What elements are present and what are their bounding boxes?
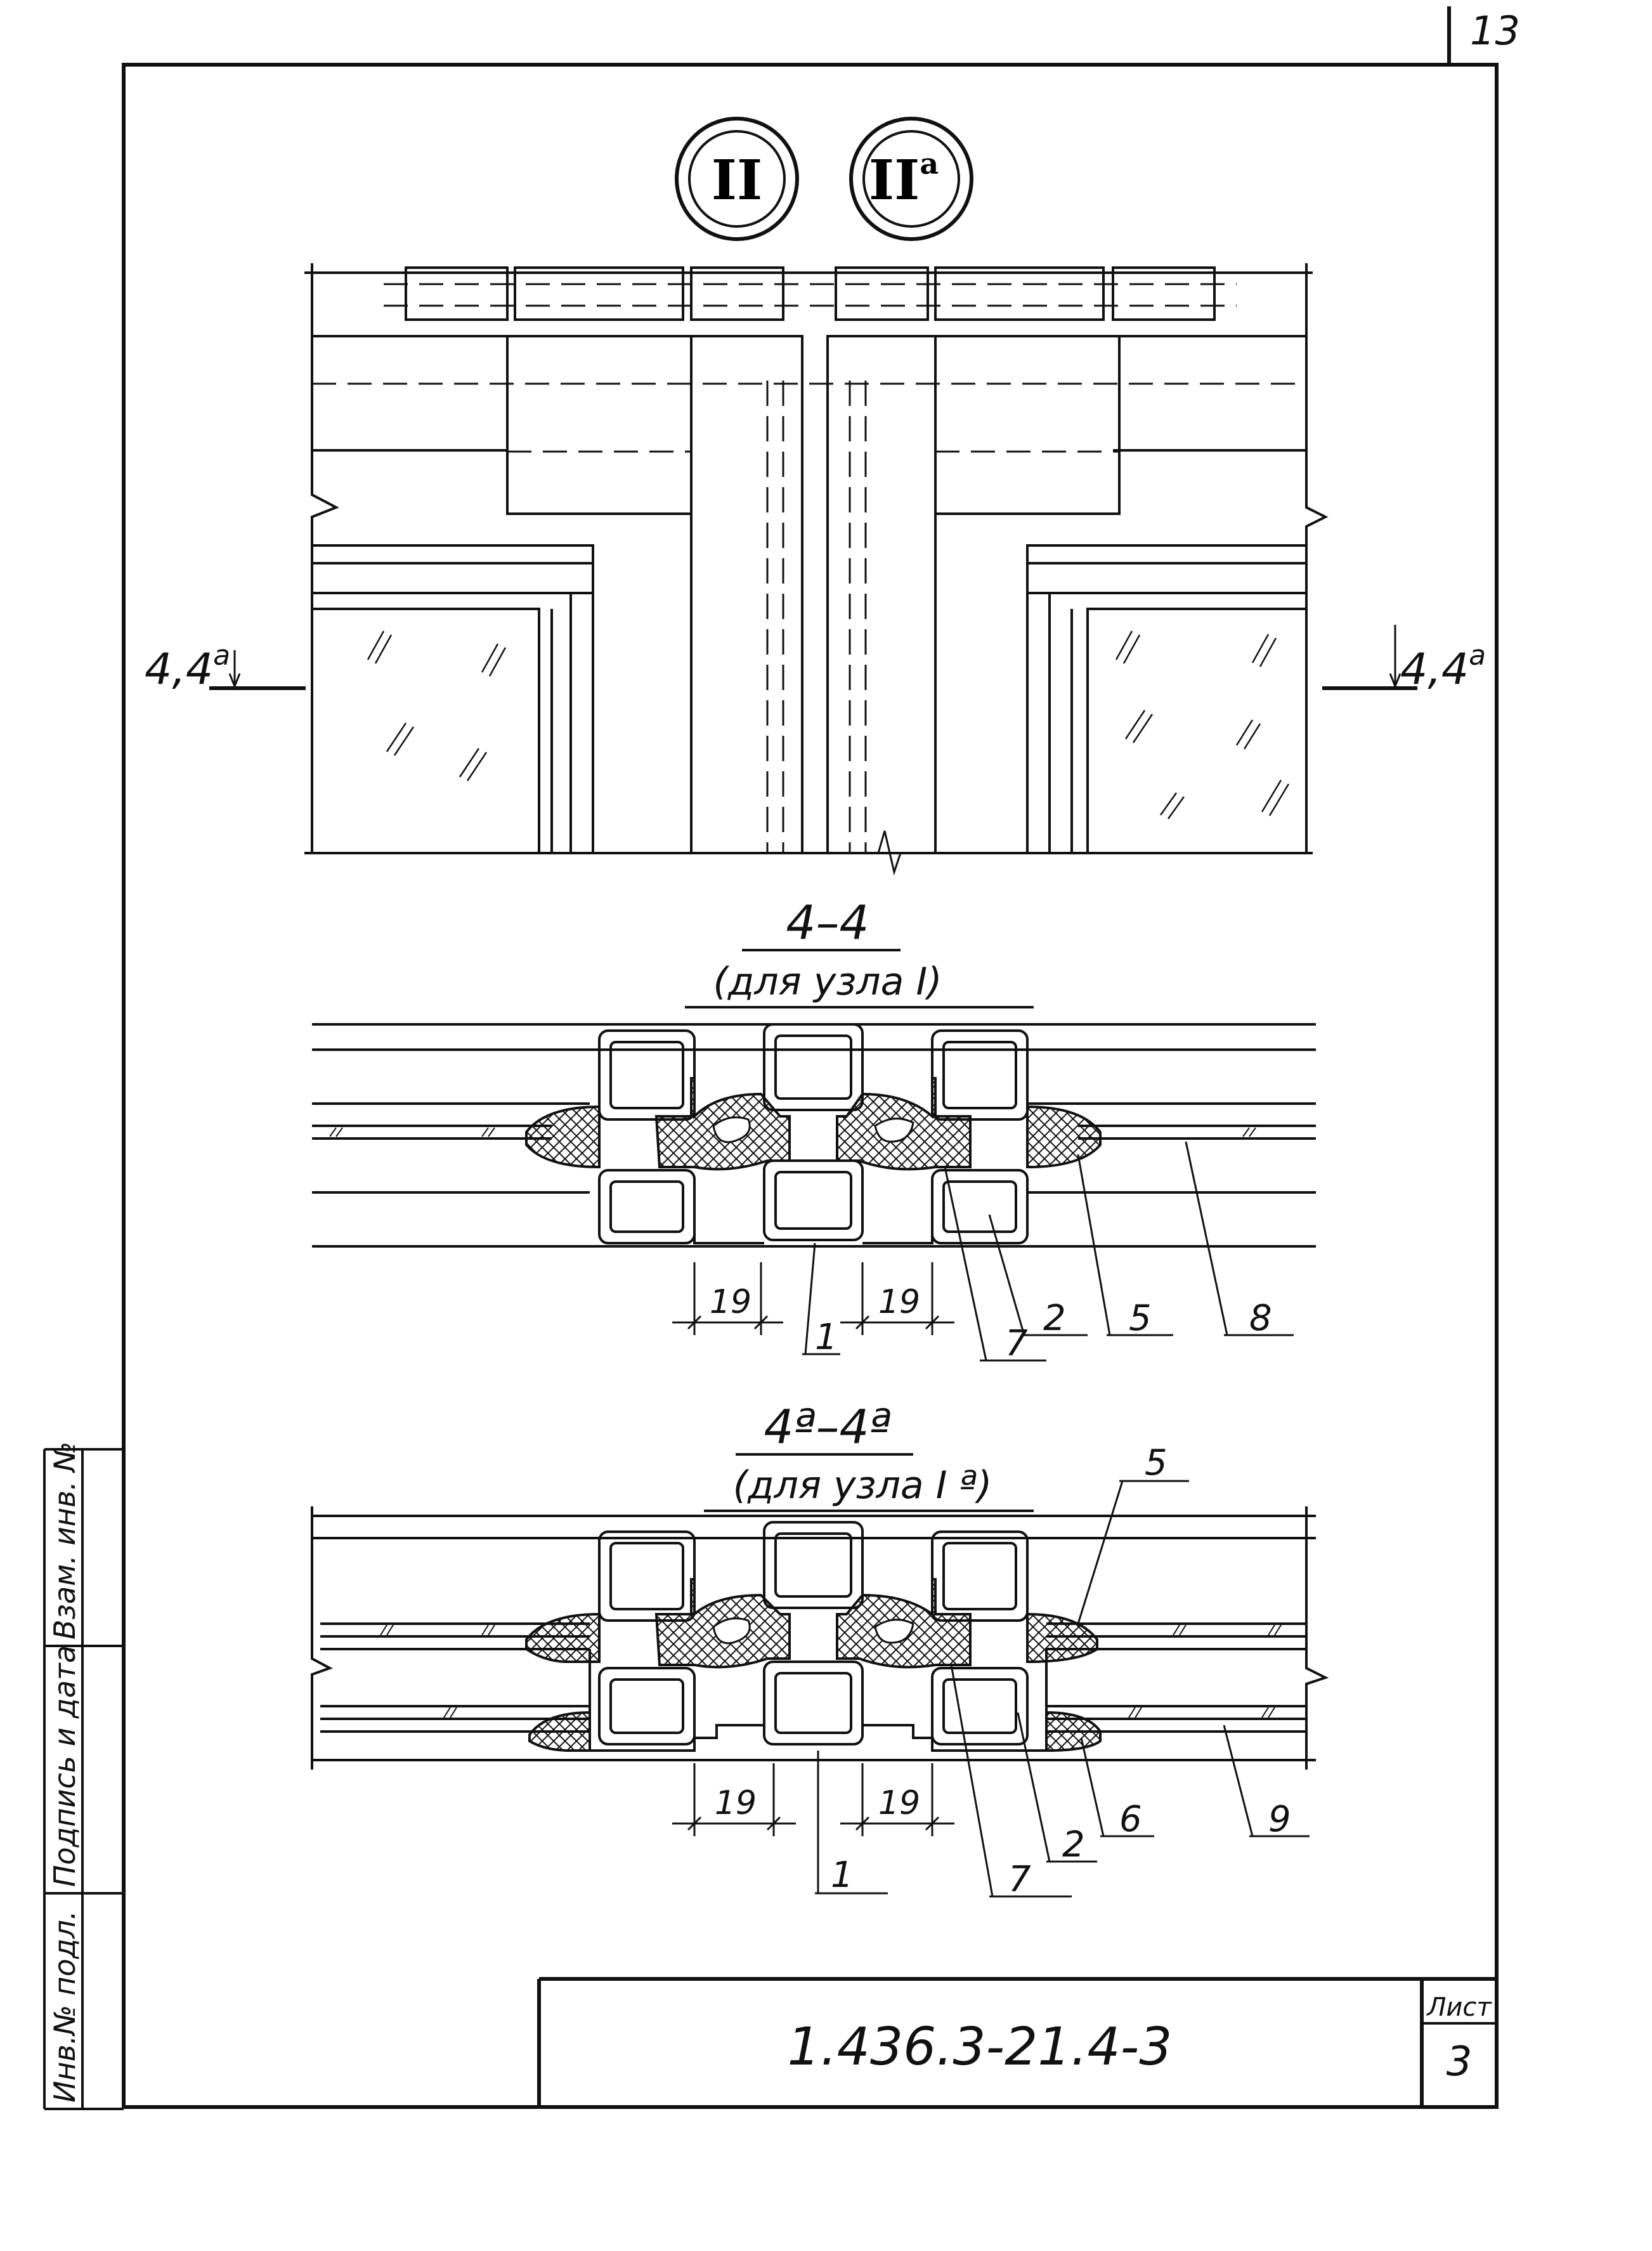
section-b-subtitle: (для узла I ª) — [733, 1463, 992, 1508]
section-a-callout-1: 1 — [815, 1317, 838, 1358]
side-stamp — [43, 1448, 124, 2110]
title-block — [537, 1977, 1497, 2107]
sheet-value: 3 — [1447, 2039, 1473, 2085]
section-b-profile — [311, 1480, 1329, 1898]
section-b-title: 4ª–4ª — [764, 1400, 892, 1454]
stamp-inv-no: Инв.№ подл. — [48, 1910, 82, 2103]
node-marker-main — [675, 117, 799, 241]
section-b-dim-2: 19 — [878, 1784, 920, 1822]
section-b-callout-2: 2 — [1062, 1824, 1085, 1865]
section-b-callout-1: 1 — [831, 1855, 854, 1896]
stamp-replace-inv: Взам. инв. № — [48, 1442, 82, 1640]
elevation-view — [209, 263, 1417, 876]
node-alt-label: IIa — [869, 147, 939, 212]
section-b-callout-7: 7 — [1008, 1859, 1031, 1900]
section-b-callout-9: 9 — [1268, 1799, 1291, 1840]
stamp-signature-date: Подпись и дата — [48, 1645, 82, 1887]
node-main-label: II — [712, 148, 762, 212]
section-b-dim-1: 19 — [715, 1784, 757, 1822]
section-a-dim-1: 19 — [710, 1283, 751, 1321]
drawing-frame — [122, 6, 1499, 2109]
section-b-callout-6: 6 — [1119, 1799, 1142, 1840]
section-mark-right: 4,4a — [1400, 639, 1486, 695]
section-a-callout-5: 5 — [1129, 1298, 1152, 1339]
section-a-callout-2: 2 — [1043, 1298, 1066, 1339]
section-a-callout-8: 8 — [1249, 1298, 1272, 1339]
section-a-subtitle: (для узла I) — [713, 960, 942, 1004]
section-a-dim-2: 19 — [878, 1283, 920, 1321]
section-a-title: 4–4 — [786, 896, 869, 950]
section-a-profile — [312, 1023, 1316, 1362]
section-b-callout-5: 5 — [1145, 1442, 1167, 1484]
section-a-callout-7: 7 — [1005, 1323, 1028, 1364]
drawing-code: 1.436.3-21.4-3 — [788, 2017, 1173, 2077]
node-marker-alt — [849, 117, 973, 241]
sheet-label: Лист — [1426, 1993, 1492, 2022]
section-mark-left: 4,4a — [145, 639, 230, 695]
sheet-number: 13 — [1470, 8, 1520, 54]
